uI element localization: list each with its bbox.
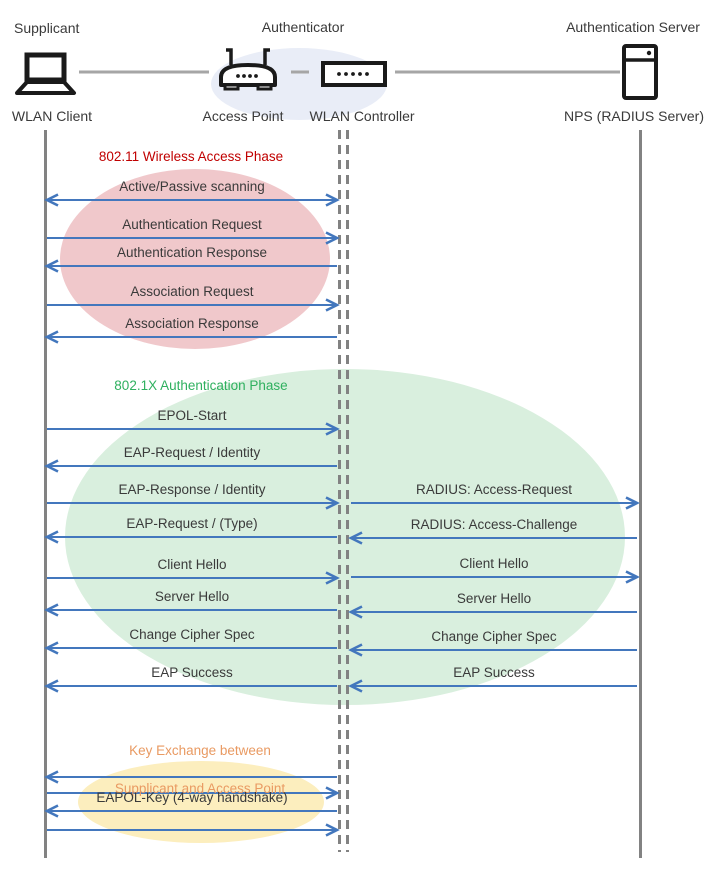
message-label: EAP-Response / Identity <box>118 482 266 497</box>
message-label: RADIUS: Access-Challenge <box>410 517 578 532</box>
node-wlan-controller: WLAN Controller <box>309 108 415 124</box>
arrowhead-icon <box>44 530 59 544</box>
arrowhead-icon <box>625 496 640 510</box>
arrowhead-icon <box>44 770 59 784</box>
arrowhead-icon <box>325 193 340 207</box>
message-label: Change Cipher Spec <box>431 629 557 644</box>
arrowhead-icon <box>44 804 59 818</box>
role-supplicant: Supplicant <box>14 20 80 36</box>
phase3-title: Key Exchange between Supplicant and Acce… <box>88 722 312 798</box>
node-wlan-client: WLAN Client <box>11 108 93 124</box>
wlan-controller-icon <box>321 61 387 87</box>
message-label: EAP Success <box>151 665 233 680</box>
role-auth-server: Authentication Server <box>566 19 700 35</box>
arrowhead-icon <box>325 422 340 436</box>
phase2-title: 802.1X Authentication Phase <box>114 378 288 393</box>
message-label: Association Request <box>130 284 254 299</box>
arrowhead-icon <box>44 603 59 617</box>
arrowhead-icon <box>325 496 340 510</box>
message-label: EAP-Request / (Type) <box>126 516 258 531</box>
laptop-icon <box>15 52 76 95</box>
message-label: Association Response <box>125 316 259 331</box>
arrowhead-icon <box>44 330 59 344</box>
message-label: Client Hello <box>459 556 529 571</box>
message-label: Active/Passive scanning <box>119 179 265 194</box>
message-label: EAP-Request / Identity <box>123 445 261 460</box>
message-label: RADIUS: Access-Request <box>415 482 573 497</box>
message-label: EAP Success <box>453 665 535 680</box>
node-nps: NPS (RADIUS Server) <box>563 108 705 124</box>
server-icon <box>622 44 658 100</box>
message-label: Server Hello <box>456 591 532 606</box>
message-label: Client Hello <box>157 557 227 572</box>
arrowhead-icon <box>44 259 59 273</box>
phase1-title: 802.11 Wireless Access Phase <box>98 149 284 164</box>
access-point-icon <box>219 48 277 91</box>
arrowhead-icon <box>348 643 363 657</box>
arrowhead-icon <box>325 823 340 837</box>
arrowhead-icon <box>44 459 59 473</box>
arrowhead-icon <box>325 231 340 245</box>
arrowhead-icon <box>348 531 363 545</box>
arrowhead-icon <box>44 193 59 207</box>
arrowhead-icon <box>325 571 340 585</box>
phase3-line1: Key Exchange between <box>129 743 271 758</box>
message-label: EPOL-Start <box>157 408 227 423</box>
arrowhead-icon <box>348 679 363 693</box>
arrowhead-icon <box>44 679 59 693</box>
role-authenticator: Authenticator <box>261 19 345 35</box>
node-access-point: Access Point <box>202 108 284 124</box>
message-label: Change Cipher Spec <box>129 627 255 642</box>
arrowhead-icon <box>325 298 340 312</box>
message-label: Server Hello <box>154 589 230 604</box>
arrowhead-icon <box>625 570 640 584</box>
message-label: Authentication Request <box>122 217 262 232</box>
message-label: EAPOL-Key (4-way handshake) <box>96 790 288 805</box>
arrowhead-icon <box>325 786 340 800</box>
arrowhead-icon <box>348 605 363 619</box>
message-label: Authentication Response <box>116 245 268 260</box>
arrowhead-icon <box>44 641 59 655</box>
phase3-line2: Supplicant and Access Point <box>114 781 286 796</box>
